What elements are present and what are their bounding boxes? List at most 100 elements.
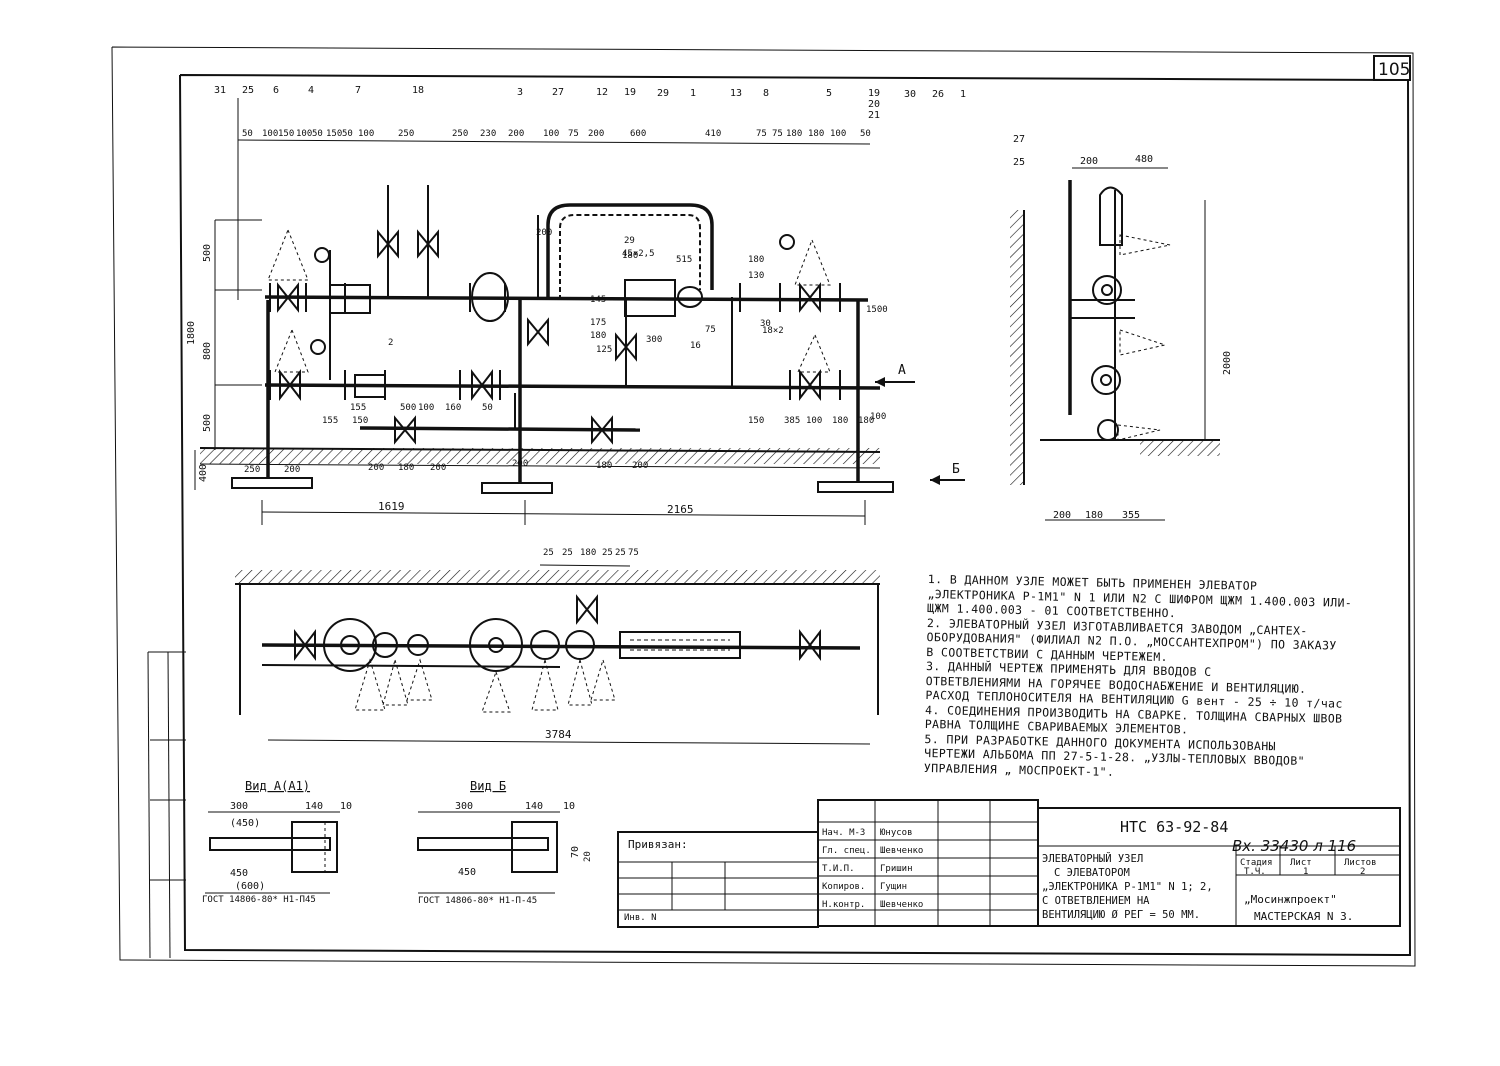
dim-top-15: 600 [630, 129, 646, 139]
dim-misc-33: 200 [284, 465, 300, 475]
view-a-gost: ГОСТ 14806-80* Н1-П45 [202, 895, 316, 905]
dim-800: 800 [202, 342, 213, 360]
dim-misc-11: 18×2 [762, 326, 784, 336]
dim-top-6: 50 [342, 129, 353, 139]
callout-30: 30 [904, 89, 916, 100]
dim-2165: 2165 [667, 503, 694, 516]
dim-misc-4: 180 [590, 331, 606, 341]
dim-misc-36: 200 [512, 459, 528, 469]
plan-dim-75: 75 [628, 548, 639, 558]
side-dim-2000: 2000 [1222, 351, 1233, 375]
privyazan-label: Привязан: [628, 838, 688, 851]
sheet-frame: 10 5 [111, 46, 1416, 967]
stage-header-stadiya: Стадия [1240, 858, 1273, 868]
callout-12: 12 [596, 87, 608, 98]
dim-top-5: 150 [326, 129, 342, 139]
view-b-dim-70: 70 [570, 846, 581, 858]
dim-misc-30: 180 [398, 463, 414, 473]
signature-role-1: Гл. спец. [822, 846, 871, 856]
dim-misc-28: 150 [352, 416, 368, 426]
dim-top-20: 180 [808, 129, 824, 139]
org-name: „Мосинжпроект" [1244, 893, 1337, 906]
signature-name-2: Гришин [880, 864, 913, 874]
dim-misc-8: 515 [676, 255, 692, 265]
left-dimensions: 500 1800 800 500 400 [186, 244, 213, 482]
plan-dim-total: 3784 [545, 728, 572, 741]
dim-top-1: 100 [262, 129, 278, 139]
view-b-gost: ГОСТ 14806-80* Н1-П-45 [418, 896, 537, 906]
view-b-dim-300: 300 [455, 801, 473, 812]
dim-1800: 1800 [186, 321, 197, 345]
side-dim-bottom-180: 180 [1085, 510, 1103, 521]
dim-top-13: 75 [568, 129, 579, 139]
plan-view: 25 25 180 25 25 75 3784 [235, 548, 880, 745]
signature-name-0: Юнусов [880, 828, 913, 838]
dim-misc-38: 2 [388, 338, 393, 348]
signature-role-4: Н.контр. [822, 900, 865, 910]
dim-top-16: 410 [705, 129, 721, 139]
dim-misc-6: 45×2,5 [622, 249, 655, 259]
dim-misc-14: 16 [690, 341, 701, 351]
inv-label: Инв. N [624, 913, 657, 923]
view-b-dim-10: 10 [563, 801, 575, 812]
dim-misc-3: 175 [590, 318, 606, 328]
view-a-dim-300: 300 [230, 801, 248, 812]
signature-name-4: Шевченко [880, 900, 923, 910]
callout-3: 3 [517, 87, 523, 98]
dim-top-10: 230 [480, 129, 496, 139]
stage-value-tch: Т.Ч. [1244, 867, 1266, 877]
dim-misc-0: 200 [536, 228, 552, 238]
plan-dim-180: 180 [580, 548, 596, 558]
callout-1b: 1 [960, 89, 966, 100]
dim-500a: 500 [202, 244, 213, 262]
callout-8: 8 [763, 88, 769, 99]
dim-top-19: 180 [786, 129, 802, 139]
dim-misc-16: 155 [350, 403, 366, 413]
dim-misc-18: 100 [418, 403, 434, 413]
callout-6: 6 [273, 85, 279, 96]
dim-misc-9: 130 [748, 271, 764, 281]
dim-misc-21: 385 [784, 416, 800, 426]
signature-role-0: Нач. М-3 [822, 828, 865, 838]
callout-19b: 19 [868, 88, 880, 99]
dim-misc-35: 200 [632, 461, 648, 471]
plan-dim-25d: 25 [615, 548, 626, 558]
plan-dim-25c: 25 [602, 548, 613, 558]
dim-misc-10: 180 [748, 255, 764, 265]
description-line-4: ВЕНТИЛЯЦИЮ Ø РЕГ = 50 ММ. [1042, 909, 1200, 921]
inner-dimensions: 20018014517518012545×2,52951513018018×23… [244, 228, 888, 475]
plan-dim-25a: 25 [543, 548, 554, 558]
dim-misc-5: 125 [596, 345, 612, 355]
dim-misc-22: 100 [806, 416, 822, 426]
view-a-dim-bottom-600: (600) [235, 881, 265, 892]
view-a-dim-10: 10 [340, 801, 352, 812]
side-dim-480: 480 [1135, 154, 1153, 165]
side-callout-27: 27 [1013, 134, 1025, 145]
view-b: Вид Б 300 140 10 70 20 450 ГОСТ 14806-80… [417, 779, 593, 906]
signature-role-3: Копиров. [822, 882, 865, 892]
callout-5: 5 [826, 88, 832, 99]
callout-13: 13 [730, 88, 742, 99]
bottom-dimensions: 1619 2165 [378, 500, 694, 516]
stage-header-listov: Листов [1344, 858, 1377, 868]
dim-misc-23: 180 [832, 416, 848, 426]
stage-value-listov: 2 [1360, 867, 1365, 877]
dim-misc-31: 200 [430, 463, 446, 473]
side-dim-200: 200 [1080, 156, 1098, 167]
callout-19a: 19 [624, 87, 636, 98]
callout-20: 20 [868, 99, 880, 110]
dim-top-18: 75 [772, 129, 783, 139]
dim-misc-17: 500 [400, 403, 416, 413]
callout-18: 18 [412, 85, 424, 96]
dim-misc-13: 75 [705, 325, 716, 335]
view-a-dim-450: (450) [230, 818, 260, 829]
stage-header-list: Лист [1290, 858, 1312, 868]
dim-misc-25: 100 [870, 412, 886, 422]
main-elevation: A Б [194, 98, 965, 525]
dim-top-11: 200 [508, 129, 524, 139]
dim-top-2: 150 [278, 129, 294, 139]
dim-misc-15: 300 [646, 335, 662, 345]
dim-misc-34: 180 [596, 461, 612, 471]
